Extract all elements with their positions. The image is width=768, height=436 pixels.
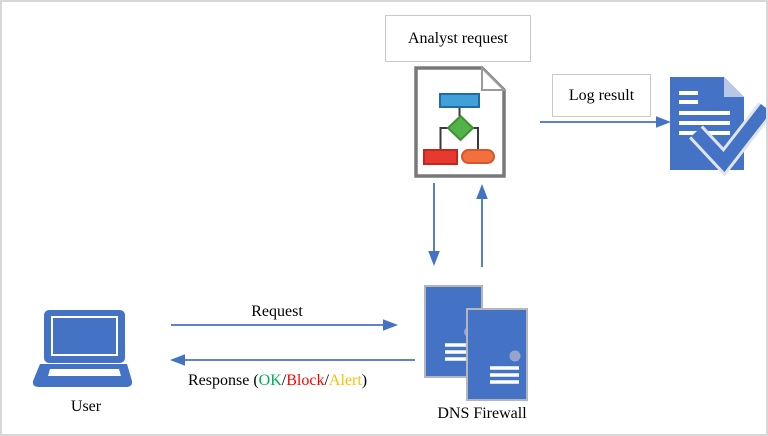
response-prefix: Response ( [188,372,259,389]
response-label: Response (OK/Block/Alert) [188,372,367,390]
response-arrow [170,354,415,366]
request-label: Request [251,303,303,320]
laptop-icon [32,310,133,387]
analyst-down-arrow [428,183,440,266]
analyst-request-label: Analyst request [408,29,508,47]
response-alert: Alert [328,372,362,389]
log-result-label: Log result [568,86,635,104]
response-block: Block [286,372,325,389]
response-sep2: / [324,372,329,389]
firewall-up-arrow [476,184,488,267]
response-suffix: ) [361,372,368,389]
request-arrow [171,319,398,331]
dns-firewall-label: DNS Firewall [437,405,527,422]
flowchart-document-icon [414,65,507,178]
user-label: User [70,398,102,415]
analyst-request-box: Analyst request [385,15,531,62]
log-result-box: Log result [552,74,651,117]
response-sep1: / [281,372,287,389]
server-stack-icon [424,285,528,401]
checked-document-icon [670,77,766,176]
response-ok: OK [258,372,282,389]
log-result-arrow [540,116,671,128]
